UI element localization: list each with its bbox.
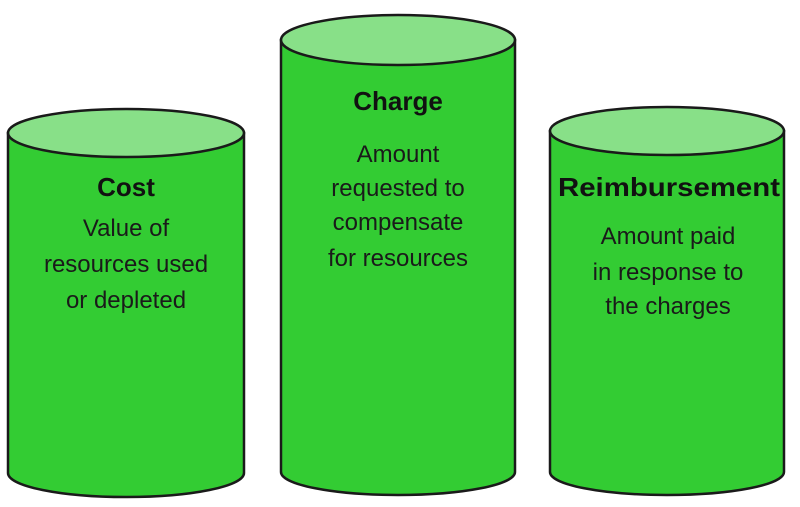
cylinder-cost-line-1: Value of [83, 215, 170, 242]
cylinder-reimbursement-top [548, 105, 786, 157]
cylinder-charge-line-1: Amount [357, 141, 440, 168]
cylinder-charge-top [279, 13, 517, 67]
cylinder-cost-top [6, 107, 246, 159]
cylinder-cost-body [6, 131, 246, 499]
cylinder-reimbursement-line-3: the charges [605, 293, 730, 320]
cylinder-charge-line-3: compensate [333, 209, 464, 236]
cylinder-reimbursement-body [548, 129, 786, 497]
cylinder-reimbursement-line-2: in response to [593, 259, 744, 286]
cylinder-charge-body [279, 38, 517, 497]
cylinder-reimbursement-line-1: Amount paid [601, 223, 736, 250]
cylinder-reimbursement: Reimbursement Amount paid in response to… [548, 105, 786, 497]
cylinder-charge-title: Charge [353, 86, 443, 116]
cylinder-reimbursement-title: Reimbursement [558, 172, 780, 202]
cylinder-charge-line-4: for resources [328, 245, 468, 272]
cylinder-charge-line-2: requested to [331, 175, 464, 202]
cylinder-charge: Charge Amount requested to compensate fo… [279, 13, 517, 497]
cylinder-cost-line-3: or depleted [66, 287, 186, 314]
cylinder-cost-line-2: resources used [44, 251, 208, 278]
cylinder-cost: Cost Value of resources used or depleted [6, 107, 246, 499]
cylinder-cost-title: Cost [97, 172, 155, 202]
